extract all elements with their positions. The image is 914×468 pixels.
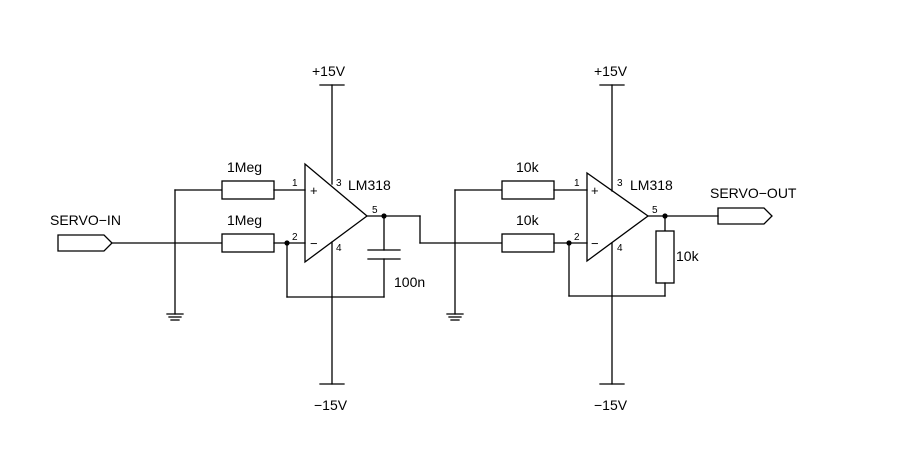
opamp-lm318-stage1 (286, 84, 421, 385)
stage1-vpos-label: +15V (312, 63, 346, 79)
resistor-10k-feedback-label: 10k (676, 248, 700, 264)
resistor-10k-feedback (655, 215, 675, 297)
opamp2-pin4: 4 (617, 243, 623, 254)
opamp1-part-label: LM318 (348, 177, 391, 193)
opamp2-minus-sign: − (591, 236, 599, 251)
opamp1-pin1: 1 (292, 178, 298, 189)
opamp2-pin1: 1 (574, 178, 580, 189)
junction-dot-s2-inv (566, 240, 572, 246)
opamp2-pin2: 2 (574, 232, 580, 243)
interstage-wire (419, 215, 503, 244)
opamp1-pin5: 5 (372, 205, 378, 216)
stage1-vneg-label: −15V (314, 397, 348, 413)
opamp2-part-label: LM318 (630, 177, 673, 193)
junction-dot-s1-inv (284, 240, 290, 246)
resistor-1meg-neg-label: 1Meg (227, 212, 262, 228)
resistor-10k-pos (501, 180, 588, 200)
servo-out-label: SERVO−OUT (710, 185, 797, 201)
opamp1-pin4: 4 (336, 243, 342, 254)
servo-out-port (717, 207, 773, 225)
opamp2-pin3: 3 (617, 178, 623, 189)
resistor-1meg-pos (221, 180, 306, 200)
opamp1-minus-sign: − (310, 236, 318, 251)
servo-in-port (57, 234, 223, 252)
opamp-lm318-stage2 (568, 84, 719, 385)
resistor-10k-neg-label: 10k (516, 212, 540, 228)
ground-symbol-2 (446, 189, 503, 321)
stage2-vpos-label: +15V (594, 63, 628, 79)
stage2-vneg-label: −15V (594, 397, 628, 413)
capacitor-100n (367, 215, 401, 298)
opamp2-plus-sign: + (591, 183, 599, 198)
resistor-10k-pos-label: 10k (516, 159, 540, 175)
opamp1-pin2: 2 (292, 232, 298, 243)
ground-symbol-1 (166, 189, 223, 321)
opamp1-plus-sign: + (310, 183, 318, 198)
capacitor-label: 100n (394, 274, 425, 290)
servo-in-label: SERVO−IN (50, 212, 121, 228)
resistor-1meg-pos-label: 1Meg (227, 159, 262, 175)
opamp2-pin5: 5 (652, 205, 658, 216)
opamp1-pin3: 3 (336, 178, 342, 189)
